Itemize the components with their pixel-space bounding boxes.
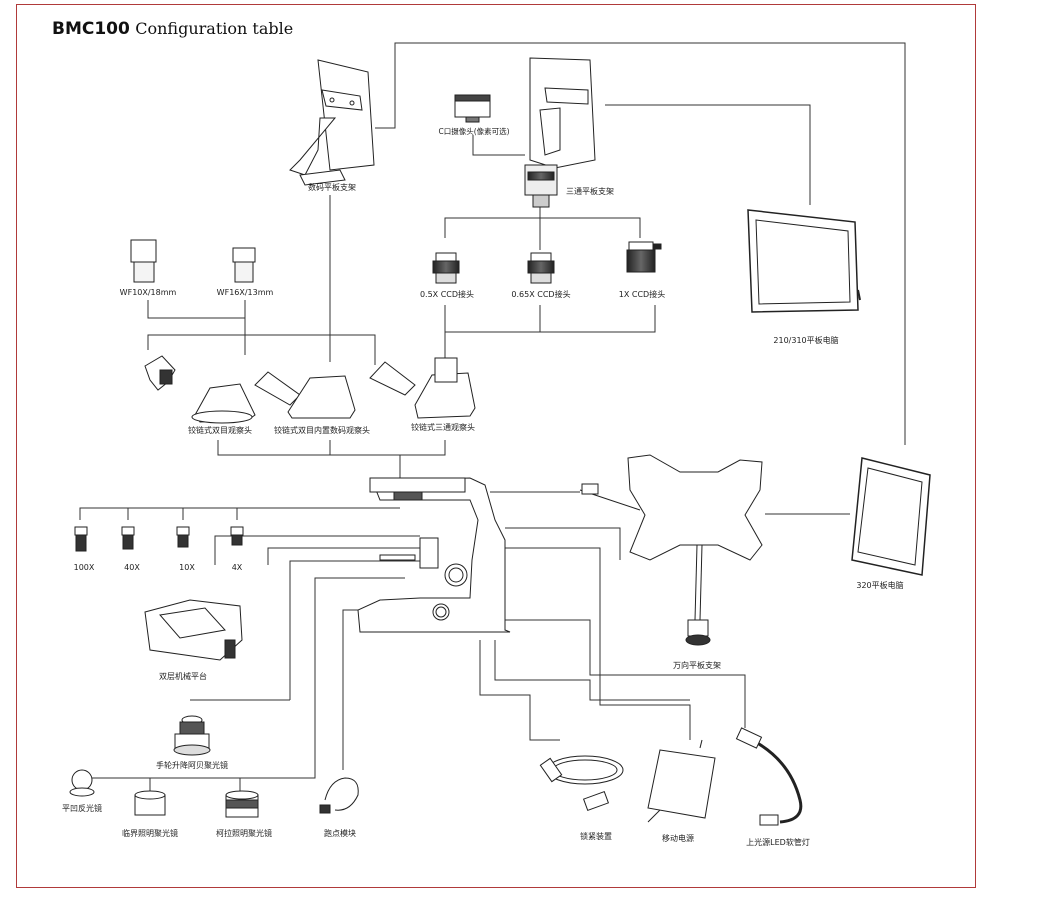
label-flat-mirror: 平凹反光镜 [62, 804, 102, 813]
label-tablet-320: 320平板电脑 [856, 581, 904, 590]
label-objective-40x: 40X [124, 563, 140, 572]
label-eyepiece-wf16x: WF16X/13mm [216, 288, 274, 297]
eyepieces-drawing [130, 239, 256, 283]
ccd-adapters-drawing [432, 241, 662, 284]
abbe-condenser-drawing [173, 715, 211, 756]
label-double-layer-stage: 双层机械平台 [159, 672, 207, 681]
label-c-mount-camera: C口摄像头(像素可选) [438, 127, 510, 136]
universal-tablet-holder-drawing [579, 454, 763, 646]
title-model: BMC100 [52, 19, 130, 39]
label-objective-4x: 4X [231, 563, 243, 572]
label-tablet-210-310: 210/310平板电脑 [773, 336, 839, 345]
label-eyepiece-wf10x: WF10X/18mm [119, 288, 177, 297]
bottom-accessories-drawing [69, 727, 803, 826]
label-led-gooseneck-lamp: 上光源LED软管灯 [746, 838, 810, 847]
tablet-320-drawing [851, 457, 931, 576]
label-critical-condenser: 临界照明聚光镜 [122, 829, 178, 838]
trinocular-tablet-holder-drawing [524, 57, 596, 208]
page-title: BMC100 Configuration table [52, 19, 293, 39]
label-objective-100x: 100X [73, 563, 95, 572]
label-digital-tablet-holder: 数码平板支架 [308, 183, 356, 192]
label-ccd-065x: 0.65X CCD接头 [511, 290, 571, 299]
label-trinocular-tablet-holder: 三通平板支架 [566, 187, 614, 196]
label-objective-10x: 10X [179, 563, 195, 572]
c-mount-camera-drawing [454, 94, 491, 123]
objectives-drawing [74, 526, 244, 552]
page-frame [16, 4, 976, 888]
tablet-210-310-drawing [747, 209, 861, 313]
label-kohler-condenser: 柯拉照明聚光镜 [216, 829, 272, 838]
label-abbe-condenser: 手轮升降阿贝聚光镜 [156, 761, 228, 770]
mechanical-stage-drawing [144, 599, 243, 661]
observation-heads-drawing [144, 355, 476, 424]
label-ccd-1x: 1X CCD接头 [618, 290, 666, 299]
label-ccd-05x: 0.5X CCD接头 [419, 290, 475, 299]
title-subtitle: Configuration table [135, 19, 294, 38]
label-spot-light-module: 跑点模块 [324, 829, 356, 838]
label-mobile-power: 移动电源 [662, 834, 694, 843]
label-hinged-binocular-head: 铰链式双目观察头 [188, 426, 252, 435]
digital-tablet-holder-drawing [289, 59, 375, 186]
microscope-body-drawing [357, 477, 511, 633]
label-hinged-trinocular-head: 铰链式三通观察头 [411, 423, 475, 432]
label-lock-device: 锁紧装置 [580, 832, 612, 841]
label-hinged-binocular-digital-head: 铰链式双目内置数码观察头 [274, 426, 370, 435]
connector-lines [79, 42, 906, 792]
label-universal-tablet-holder: 万向平板支架 [673, 661, 721, 670]
